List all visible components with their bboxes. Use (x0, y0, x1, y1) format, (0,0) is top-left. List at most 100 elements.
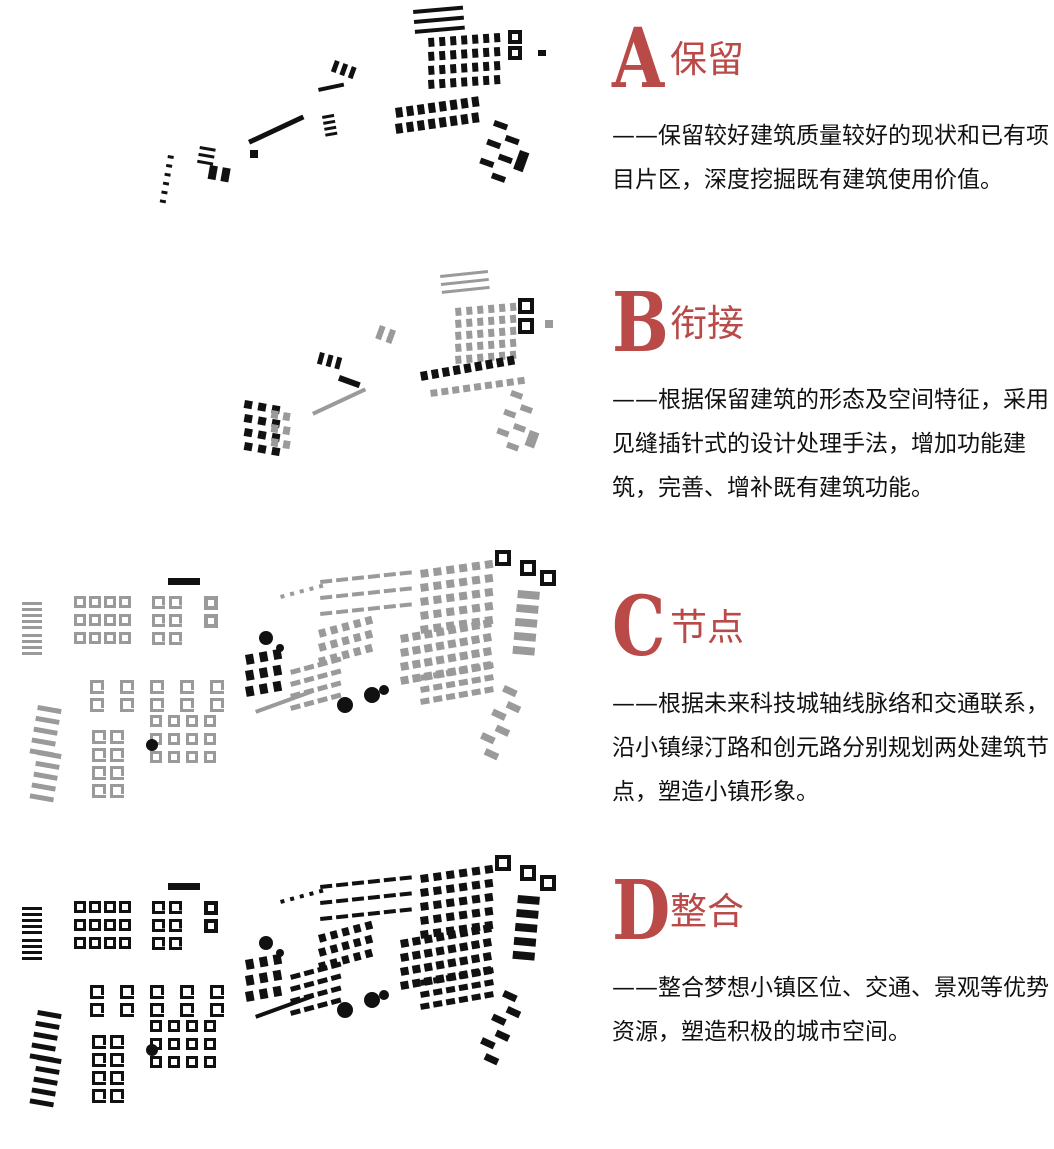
building-footprint (204, 742, 216, 745)
building-footprint (465, 306, 473, 316)
building-footprint (341, 635, 351, 646)
building-footprint (364, 920, 374, 931)
building-footprint (383, 893, 397, 899)
building-footprint (430, 368, 440, 379)
building-footprint (458, 896, 468, 906)
building-footprint (110, 748, 124, 751)
building-footprint (110, 1100, 124, 1103)
building-footprint (458, 882, 468, 892)
building-footprint (186, 1020, 198, 1023)
building-footprint (168, 751, 171, 763)
building-footprint (383, 909, 397, 915)
building-footprint (22, 634, 42, 637)
building-footprint (104, 946, 116, 949)
building-footprint (74, 919, 86, 922)
building-footprint (335, 609, 349, 615)
building-footprint (447, 639, 457, 649)
building-footprint (480, 732, 496, 745)
building-footprint (530, 302, 534, 310)
building-footprint (186, 1056, 189, 1068)
building-footprint (471, 561, 481, 571)
building-footprint (471, 969, 482, 977)
building-footprint (447, 625, 457, 635)
building-footprint (119, 946, 131, 949)
building-footprint (290, 679, 301, 687)
building-footprint (449, 99, 458, 111)
building-footprint (98, 599, 101, 605)
building-footprint (516, 908, 539, 919)
building-footprint (471, 880, 481, 890)
section-c: C 节点 ——根据未来科技城轴线脉络和交通联系，沿小镇绿汀路和创元路分别规划两处… (612, 586, 1052, 805)
building-footprint (214, 923, 218, 930)
building-footprint (520, 560, 524, 576)
building-footprint (180, 698, 194, 701)
building-footprint (435, 655, 445, 665)
building-footprint (121, 1056, 124, 1063)
building-footprint (113, 617, 116, 623)
building-footprint (186, 760, 198, 763)
building-footprint (180, 691, 194, 694)
building-footprint (104, 641, 116, 644)
building-footprint (459, 651, 469, 661)
building-footprint (496, 427, 510, 438)
building-footprint (186, 1047, 198, 1050)
building-footprint (493, 60, 501, 71)
building-footprint (432, 595, 442, 605)
building-footprint (169, 937, 182, 940)
building-footprint (399, 891, 412, 897)
building-footprint (347, 66, 357, 80)
building-footprint (524, 430, 540, 449)
section-d-heading: D 整合 (612, 870, 1052, 960)
section-b: B 衔接 ——根据保留建筑的形态及空间特征，采用见缝插针式的设计处理手法，增加功… (612, 282, 1052, 501)
building-footprint (506, 441, 520, 452)
building-footprint (335, 882, 349, 888)
building-footprint (89, 901, 101, 904)
building-footprint (323, 119, 336, 125)
building-footprint (22, 919, 42, 922)
building-footprint (103, 733, 106, 740)
building-footprint (110, 759, 124, 762)
building-footprint (98, 635, 101, 641)
building-footprint (120, 709, 134, 712)
building-footprint (447, 958, 457, 968)
building-footprint (220, 167, 231, 183)
building-footprint (169, 947, 182, 950)
building-footprint (471, 48, 479, 58)
building-footprint (432, 567, 442, 577)
building-footprint (180, 698, 183, 712)
building-footprint (405, 105, 415, 117)
building-footprint (89, 614, 101, 617)
building-footprint (191, 701, 194, 708)
building-footprint (520, 865, 536, 869)
building-footprint (545, 320, 553, 328)
building-footprint (152, 642, 165, 645)
building-footprint (435, 960, 445, 970)
building-footprint (513, 631, 537, 642)
building-footprint (104, 919, 107, 931)
building-footprint (416, 103, 426, 115)
building-footprint (303, 980, 315, 989)
building-footprint (435, 641, 445, 651)
building-footprint (498, 339, 506, 349)
building-footprint (508, 56, 522, 60)
building-footprint (92, 759, 106, 762)
building-footprint (329, 625, 339, 635)
building-footprint (471, 112, 480, 124)
building-footprint (509, 338, 517, 348)
building-footprint (195, 1023, 198, 1029)
building-footprint (110, 784, 124, 787)
building-footprint (460, 97, 469, 109)
building-footprint (120, 680, 134, 683)
building-footprint (22, 931, 42, 934)
building-footprint (104, 605, 116, 608)
building-footprint (428, 79, 435, 89)
building-footprint (491, 1013, 507, 1026)
building-footprint (520, 572, 536, 576)
building-footprint (341, 926, 351, 937)
building-footprint (98, 904, 101, 910)
building-footprint (276, 644, 284, 652)
building-footprint (317, 1001, 328, 1009)
building-footprint (458, 971, 469, 980)
building-footprint (420, 697, 430, 705)
building-footprint (272, 680, 283, 692)
